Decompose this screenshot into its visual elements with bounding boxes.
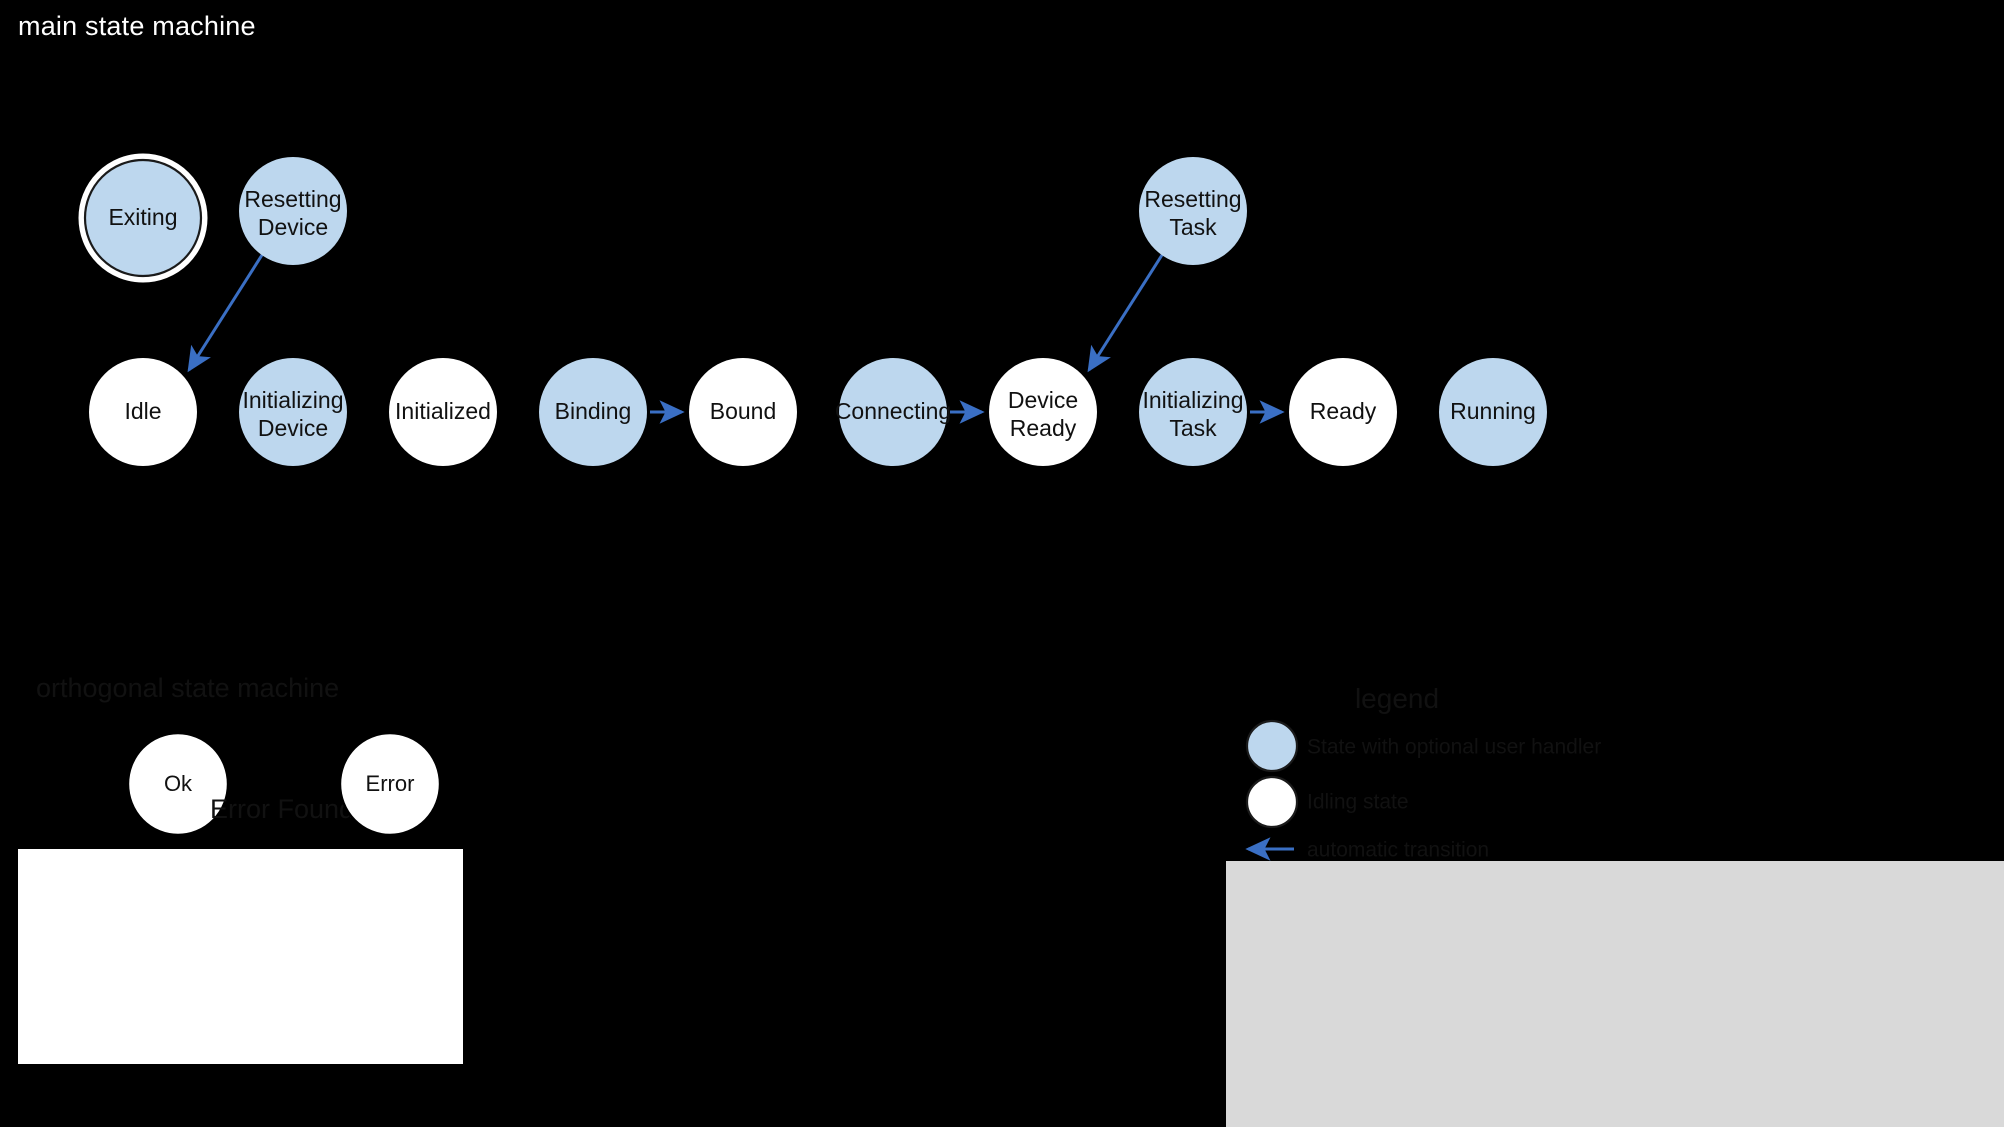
state-connecting[interactable]: Connecting bbox=[835, 358, 951, 466]
exiting-ring-outline bbox=[83, 158, 203, 278]
state-resetting-task-label-line2: Task bbox=[1169, 214, 1217, 240]
ortho-state-error-label: Error bbox=[366, 771, 415, 796]
binding-circle bbox=[539, 358, 647, 466]
resetting-task-circle bbox=[1139, 157, 1247, 265]
initial-state-dot bbox=[37, 771, 65, 799]
state-binding[interactable]: Binding bbox=[539, 358, 647, 466]
orthogonal-box-background bbox=[18, 849, 463, 1064]
initialized-circle bbox=[389, 358, 497, 466]
legend-idling-state-label: Idling state bbox=[1307, 791, 1409, 814]
exiting-outer-ring bbox=[78, 153, 208, 283]
legend-background bbox=[1226, 861, 2004, 1127]
transition-resetting-device-to-idle bbox=[187, 254, 264, 373]
running-circle bbox=[1439, 358, 1547, 466]
orthogonal-title: orthogonal state machine bbox=[36, 673, 339, 703]
state-idle-label: Idle bbox=[124, 398, 161, 424]
state-initializing-device-label-line2: Device bbox=[258, 415, 328, 441]
state-device-ready[interactable]: Device Ready bbox=[989, 358, 1097, 466]
state-initialized-label: Initialized bbox=[395, 398, 491, 424]
state-resetting-device-label-line1: Resetting bbox=[244, 186, 341, 212]
state-initialized[interactable]: Initialized bbox=[389, 358, 497, 466]
state-ready-label: Ready bbox=[1310, 398, 1377, 424]
state-ready[interactable]: Ready bbox=[1289, 358, 1397, 466]
page-title: main state machine bbox=[18, 11, 256, 41]
state-resetting-task-label-line1: Resetting bbox=[1144, 186, 1241, 212]
state-resetting-task[interactable]: Resetting Task bbox=[1139, 157, 1247, 265]
state-resetting-device[interactable]: Resetting Device bbox=[239, 157, 347, 265]
state-initializing-task-label-line2: Task bbox=[1169, 415, 1217, 441]
state-binding-label: Binding bbox=[555, 398, 632, 424]
main-transitions bbox=[187, 254, 1285, 424]
state-initializing-device[interactable]: Initializing Device bbox=[239, 358, 347, 466]
idle-circle bbox=[89, 358, 197, 466]
state-exiting[interactable]: Exiting bbox=[78, 153, 208, 283]
state-bound-label: Bound bbox=[710, 398, 777, 424]
ortho-state-ok-label: Ok bbox=[164, 771, 193, 796]
device-ready-circle bbox=[989, 358, 1097, 466]
transition-resetting-task-to-device-ready bbox=[1087, 254, 1164, 373]
legend-idling-state-swatch bbox=[1245, 775, 1299, 829]
state-running-label: Running bbox=[1450, 398, 1536, 424]
legend: legend State with optional user handler … bbox=[1226, 683, 2004, 1127]
legend-handler-state-swatch bbox=[1245, 719, 1299, 773]
legend-handler-state-label: State with optional user handler bbox=[1307, 736, 1601, 759]
state-initializing-task[interactable]: Initializing Task bbox=[1139, 358, 1247, 466]
state-connecting-label: Connecting bbox=[835, 398, 951, 424]
state-device-ready-label-line2: Ready bbox=[1010, 415, 1077, 441]
state-exiting-label: Exiting bbox=[108, 204, 177, 230]
legend-automatic-transition-label: automatic transition bbox=[1307, 839, 1489, 862]
ortho-state-error-circle[interactable] bbox=[338, 731, 442, 837]
ready-circle bbox=[1289, 358, 1397, 466]
connecting-circle bbox=[839, 358, 947, 466]
initializing-device-circle bbox=[239, 358, 347, 466]
initializing-task-circle bbox=[1139, 358, 1247, 466]
state-initializing-task-label-line1: Initializing bbox=[1143, 387, 1244, 413]
bound-circle bbox=[689, 358, 797, 466]
state-running[interactable]: Running bbox=[1439, 358, 1547, 466]
state-resetting-device-label-line2: Device bbox=[258, 214, 328, 240]
orthogonal-state-machine: orthogonal state machine Ok Error Found … bbox=[18, 673, 463, 1064]
transition-ok-to-error-label: Error Found bbox=[210, 794, 354, 824]
state-initializing-device-label-line1: Initializing bbox=[243, 387, 344, 413]
resetting-device-circle bbox=[239, 157, 347, 265]
legend-title: legend bbox=[1355, 683, 1439, 714]
state-bound[interactable]: Bound bbox=[689, 358, 797, 466]
state-idle[interactable]: Idle bbox=[89, 358, 197, 466]
state-device-ready-label-line1: Device bbox=[1008, 387, 1078, 413]
